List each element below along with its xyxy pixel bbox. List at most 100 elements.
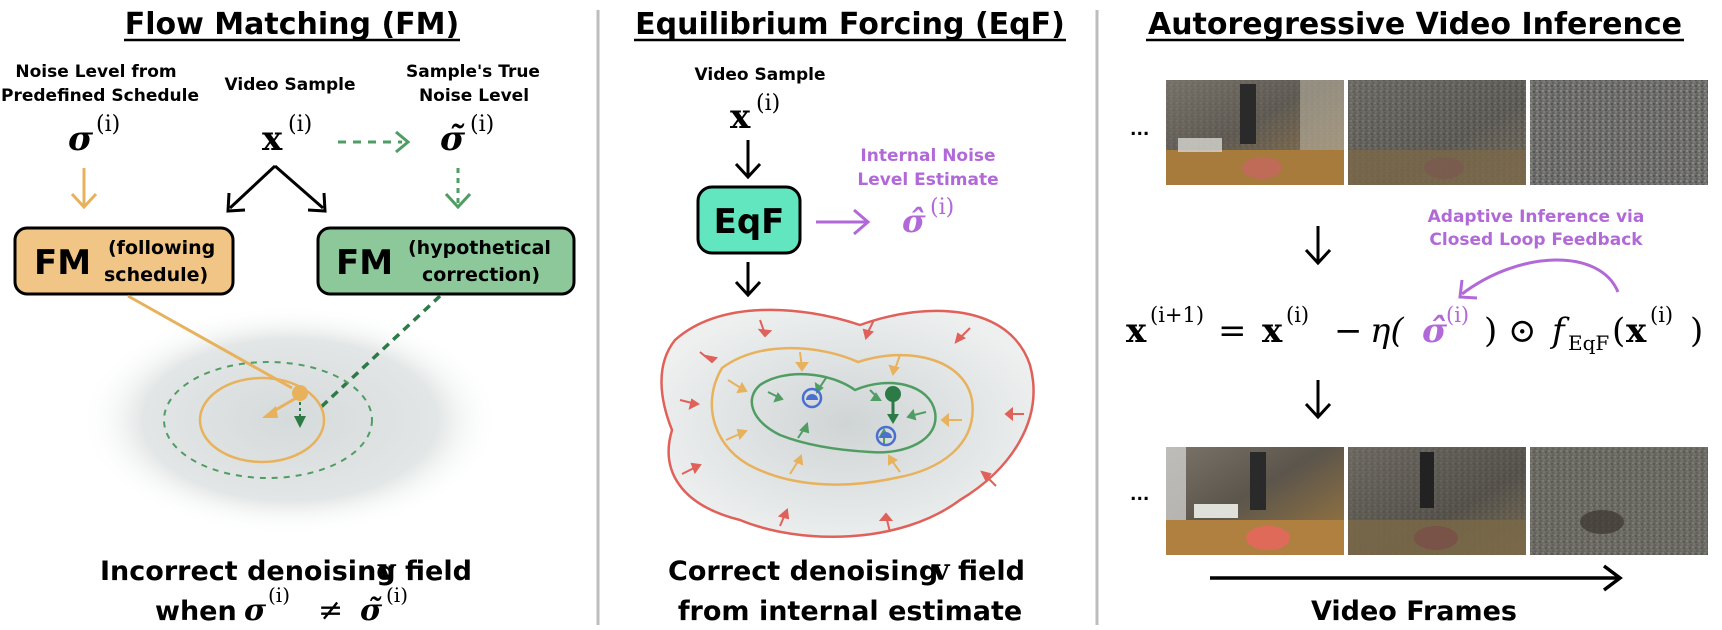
fm-caption-sigma-sup: (i) [268, 583, 290, 607]
video-frames-label: Video Frames [1311, 596, 1517, 627]
eq-f: f [1549, 311, 1570, 351]
fm-box-hypothetical-correction [316, 226, 576, 296]
data-manifold-blob [80, 305, 500, 535]
fm-box2-sub-line1: (hypothetical [408, 237, 551, 259]
panel-autoregressive: Autoregressive Video Inference ... Adapt… [1126, 7, 1708, 627]
eqf-orange-arrows [725, 351, 962, 475]
x-symbol: x [262, 119, 283, 159]
sigma-superscript: (i) [96, 112, 120, 137]
top-frame-2 [1348, 80, 1526, 185]
eq-x: x [1262, 311, 1283, 351]
eqf-caption-line1: Correct denoising [668, 556, 938, 587]
level-set-orange [198, 376, 326, 464]
eq-arg-x: x [1626, 311, 1647, 351]
eqf-video-sample-label: Video Sample [695, 65, 826, 85]
eq-eta: η( [1370, 311, 1404, 351]
eq-odot: ⊙ [1508, 311, 1537, 351]
top-frame-3 [1530, 80, 1708, 185]
eqf-sample-point [885, 386, 901, 402]
sigma-hat-symbol: σ̂ [902, 202, 926, 240]
panel-title-eqf: Equilibrium Forcing (EqF) [635, 7, 1065, 42]
noise-level-label-line1: Noise Level from [15, 62, 176, 82]
panel-title-ar: Autoregressive Video Inference [1148, 7, 1682, 42]
feedback-curved-arrow-head [1458, 279, 1478, 300]
eqf-arrow-in-head [734, 162, 762, 180]
eq-lhs-x: x [1126, 311, 1147, 351]
sigma-hat-superscript: (i) [930, 195, 954, 220]
top-frame-1 [1166, 80, 1344, 185]
split-arrow-left [228, 164, 277, 210]
fm-caption-neq: ≠ [318, 593, 343, 628]
true-noise-label-line2: Noise Level [419, 86, 529, 106]
vector-green-head [294, 416, 306, 428]
eqf-caption-v: v [931, 553, 951, 588]
sigma-tilde-symbol: σ̃ [440, 119, 466, 159]
green-dotted-arrow-head [444, 192, 472, 210]
eq-f-sub: EqF [1568, 331, 1609, 355]
orange-arrow-head [70, 192, 98, 210]
eq-close-paren: ) [1484, 311, 1497, 351]
connector-orange [127, 294, 293, 390]
true-noise-label-line1: Sample's True [406, 62, 540, 82]
eq-arg-open: ( [1612, 311, 1625, 351]
noise-level-label-line2: Predefined Schedule [1, 86, 199, 106]
fm-box-following-schedule [13, 226, 235, 296]
eq-lhs-sup: (i+1) [1150, 303, 1204, 327]
fm-box1-label: FM [34, 243, 91, 283]
fm-box2-sub-line2: correction) [422, 264, 540, 286]
eq-arg-close: ) [1690, 311, 1703, 351]
video-sample-label: Video Sample [225, 75, 356, 95]
eqf-outer-boundary [660, 308, 1035, 539]
split-arrow-left-head [226, 192, 246, 213]
eq-sigma-hat-sup: (i) [1446, 303, 1469, 327]
fm-caption-sigma: σ [244, 593, 267, 628]
eqf-sample-vector-head [887, 414, 899, 424]
feedback-curved-arrow [1461, 258, 1620, 296]
x-superscript: (i) [288, 112, 312, 137]
update-equation: x (i+1) = x (i) − η( σ̂ (i) ) ⊙ f EqF ( … [1126, 303, 1703, 355]
eqf-box-label: EqF [714, 202, 785, 242]
panel-flow-matching: Flow Matching (FM) Noise Level from Pred… [1, 7, 576, 628]
top-row-ellipsis: ... [1130, 120, 1149, 140]
vector-orange-head [262, 406, 278, 418]
fixed-point-right-dot [880, 432, 892, 438]
eqf-estimate-arrow-head [853, 208, 871, 236]
eqf-x-symbol: x [730, 97, 751, 137]
eqf-arrow-out-head [734, 280, 762, 298]
dashed-arrow-head [395, 130, 411, 154]
fixed-point-left-dot [806, 394, 818, 400]
panel-equilibrium-forcing: Equilibrium Forcing (EqF) Video Sample x… [634, 7, 1066, 627]
eqf-orange-level [710, 346, 974, 486]
eqf-caption-line2: from internal estimate [678, 596, 1022, 627]
fm-caption-line1: Incorrect denoising [100, 556, 396, 587]
ar-arrow-down-2-head [1304, 402, 1332, 420]
fm-box2-label: FM [336, 243, 393, 283]
split-arrow-right-head [307, 192, 327, 213]
bottom-frame-2 [1348, 447, 1526, 555]
eq-equals: = [1218, 311, 1247, 351]
eq-sigma-hat: σ̂ [1422, 311, 1448, 351]
video-frames-axis-head [1602, 564, 1623, 592]
split-arrow-right [274, 164, 324, 210]
fm-caption-field: field [405, 556, 472, 587]
eq-x-sup: (i) [1286, 303, 1309, 327]
eq-arg-sup: (i) [1650, 303, 1673, 327]
eqf-red-arrows [679, 319, 1024, 533]
eqf-green-level [750, 372, 937, 454]
fixed-point-right [875, 425, 897, 447]
sigma-symbol: σ [68, 119, 94, 159]
panel-title-fm: Flow Matching (FM) [125, 7, 459, 42]
eqf-x-superscript: (i) [756, 91, 780, 116]
level-set-dashed-green [163, 361, 373, 479]
feedback-label-line2: Closed Loop Feedback [1429, 230, 1643, 250]
fm-caption-when: when [155, 596, 237, 627]
internal-estimate-label-line2: Level Estimate [857, 170, 998, 190]
bottom-row-ellipsis: ... [1130, 485, 1149, 505]
ar-arrow-down-1-head [1304, 248, 1332, 266]
fm-caption-sigma-tilde: σ̃ [360, 593, 383, 628]
sigma-tilde-superscript: (i) [470, 112, 494, 137]
fm-caption-v: v [377, 553, 397, 588]
eqf-caption-field: field [958, 556, 1025, 587]
feedback-label-line1: Adaptive Inference via [1428, 207, 1645, 227]
